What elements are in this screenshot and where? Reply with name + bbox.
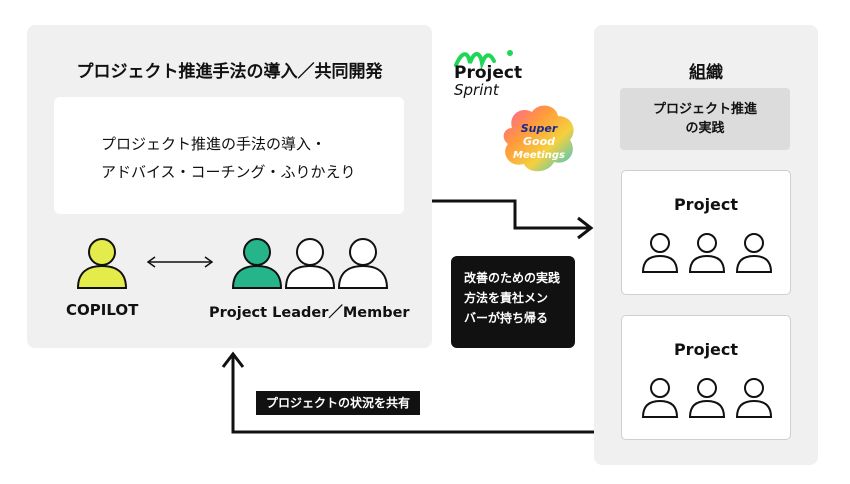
member-person-icon	[337, 238, 389, 289]
project-card: Project	[621, 315, 791, 440]
leader-member-label: Project Leader／Member	[209, 305, 410, 321]
practice-line-1: プロジェクト推進	[652, 102, 757, 117]
takeaway-note: 改善のための実践 方法を責社メン バーが持ち帰る	[451, 256, 575, 348]
project-sprint-word-2: Sprint	[454, 81, 499, 99]
double-arrow-icon	[146, 256, 214, 268]
super-good-meetings-logo: Super Good Meetings	[503, 105, 574, 172]
leader-person-icon	[231, 238, 283, 289]
project-sprint-logo: Project Sprint	[452, 47, 532, 107]
collaboration-title: プロジェクト推進手法の導入／共同開発	[76, 62, 383, 82]
practice-line-2: の実践	[685, 121, 725, 136]
collaboration-panel: プロジェクト推進手法の導入／共同開発 プロジェクト推進の手法の導入・ アドバイス…	[27, 25, 432, 348]
sgm-word-2: Good	[523, 135, 555, 148]
member-person-icon	[284, 238, 336, 289]
project-sprint-scribble-icon	[454, 50, 513, 69]
project-title: Project	[673, 195, 739, 214]
project-title: Project	[673, 340, 739, 359]
share-status-arrow	[231, 356, 594, 434]
project-sprint-word-1: Project	[454, 63, 523, 83]
practice-box: プロジェクト推進 の実践	[620, 88, 790, 150]
sgm-word-3: Meetings	[513, 150, 565, 161]
team-people-icon	[641, 378, 773, 418]
organization-panel: 組織 プロジェクト推進 の実践 Project Project	[594, 25, 818, 465]
project-card: Project	[621, 170, 791, 295]
copilot-label: COPILOT	[66, 301, 139, 319]
services-line-1: プロジェクト推進の手法の導入・	[101, 135, 327, 153]
share-status-arrowhead	[221, 351, 245, 368]
to-organization-arrowhead	[577, 216, 594, 240]
to-organization-arrow	[432, 199, 590, 230]
services-box: プロジェクト推進の手法の導入・ アドバイス・コーチング・ふりかえり	[54, 97, 404, 214]
copilot-person-icon	[76, 238, 128, 289]
sgm-word-1: Super	[521, 122, 558, 135]
takeaway-line-1: 改善のための実践	[464, 271, 561, 285]
team-people-icon	[641, 233, 773, 273]
share-status-label: プロジェクトの状況を共有	[256, 391, 421, 415]
services-line-2: アドバイス・コーチング・ふりかえり	[101, 163, 356, 181]
takeaway-line-3: バーが持ち帰る	[464, 311, 549, 325]
takeaway-line-2: 方法を責社メン	[464, 291, 549, 305]
organization-title: 組織	[689, 63, 723, 83]
